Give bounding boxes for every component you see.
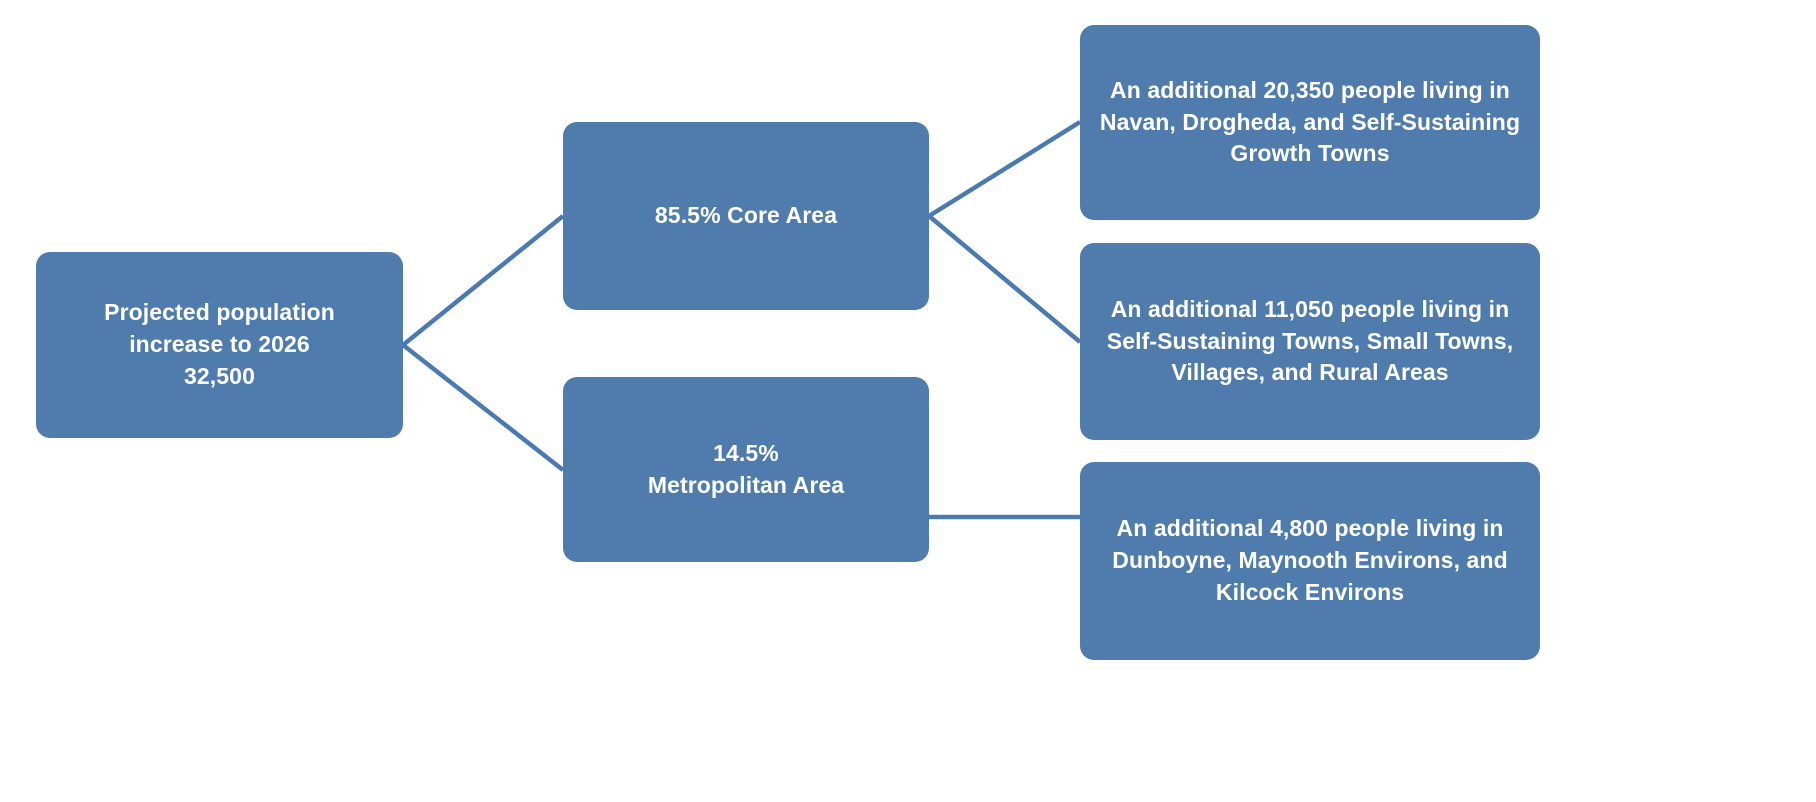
node-metropolitan-area-label: 14.5% Metropolitan Area	[647, 439, 845, 498]
node-leaf-navan-drogheda[interactable]: An additional 20,350 people living in Na…	[1080, 25, 1540, 220]
node-core-area[interactable]: 85.5% Core Area	[563, 122, 929, 310]
connector-root-to-metro	[401, 343, 565, 472]
node-projected-population-increase[interactable]: Projected population increase to 2026 32…	[36, 252, 403, 438]
connector-root-to-core	[401, 214, 565, 347]
node-leaf-self-sustaining-towns-label: An additional 11,050 people living in Se…	[1106, 295, 1514, 386]
node-root-label: Projected population increase to 2026 32…	[104, 299, 335, 389]
node-leaf-navan-drogheda-label: An additional 20,350 people living in Na…	[1099, 76, 1521, 167]
node-metropolitan-area[interactable]: 14.5% Metropolitan Area	[563, 377, 929, 562]
node-leaf-dunboyne-maynooth-label: An additional 4,800 people living in Dun…	[1112, 515, 1508, 605]
connector-core-to-leaf-2	[927, 214, 1082, 344]
node-leaf-self-sustaining-towns[interactable]: An additional 11,050 people living in Se…	[1080, 243, 1540, 440]
connector-core-to-leaf-1	[927, 120, 1082, 218]
node-leaf-dunboyne-maynooth[interactable]: An additional 4,800 people living in Dun…	[1080, 462, 1540, 660]
node-core-area-label: 85.5% Core Area	[654, 202, 838, 229]
